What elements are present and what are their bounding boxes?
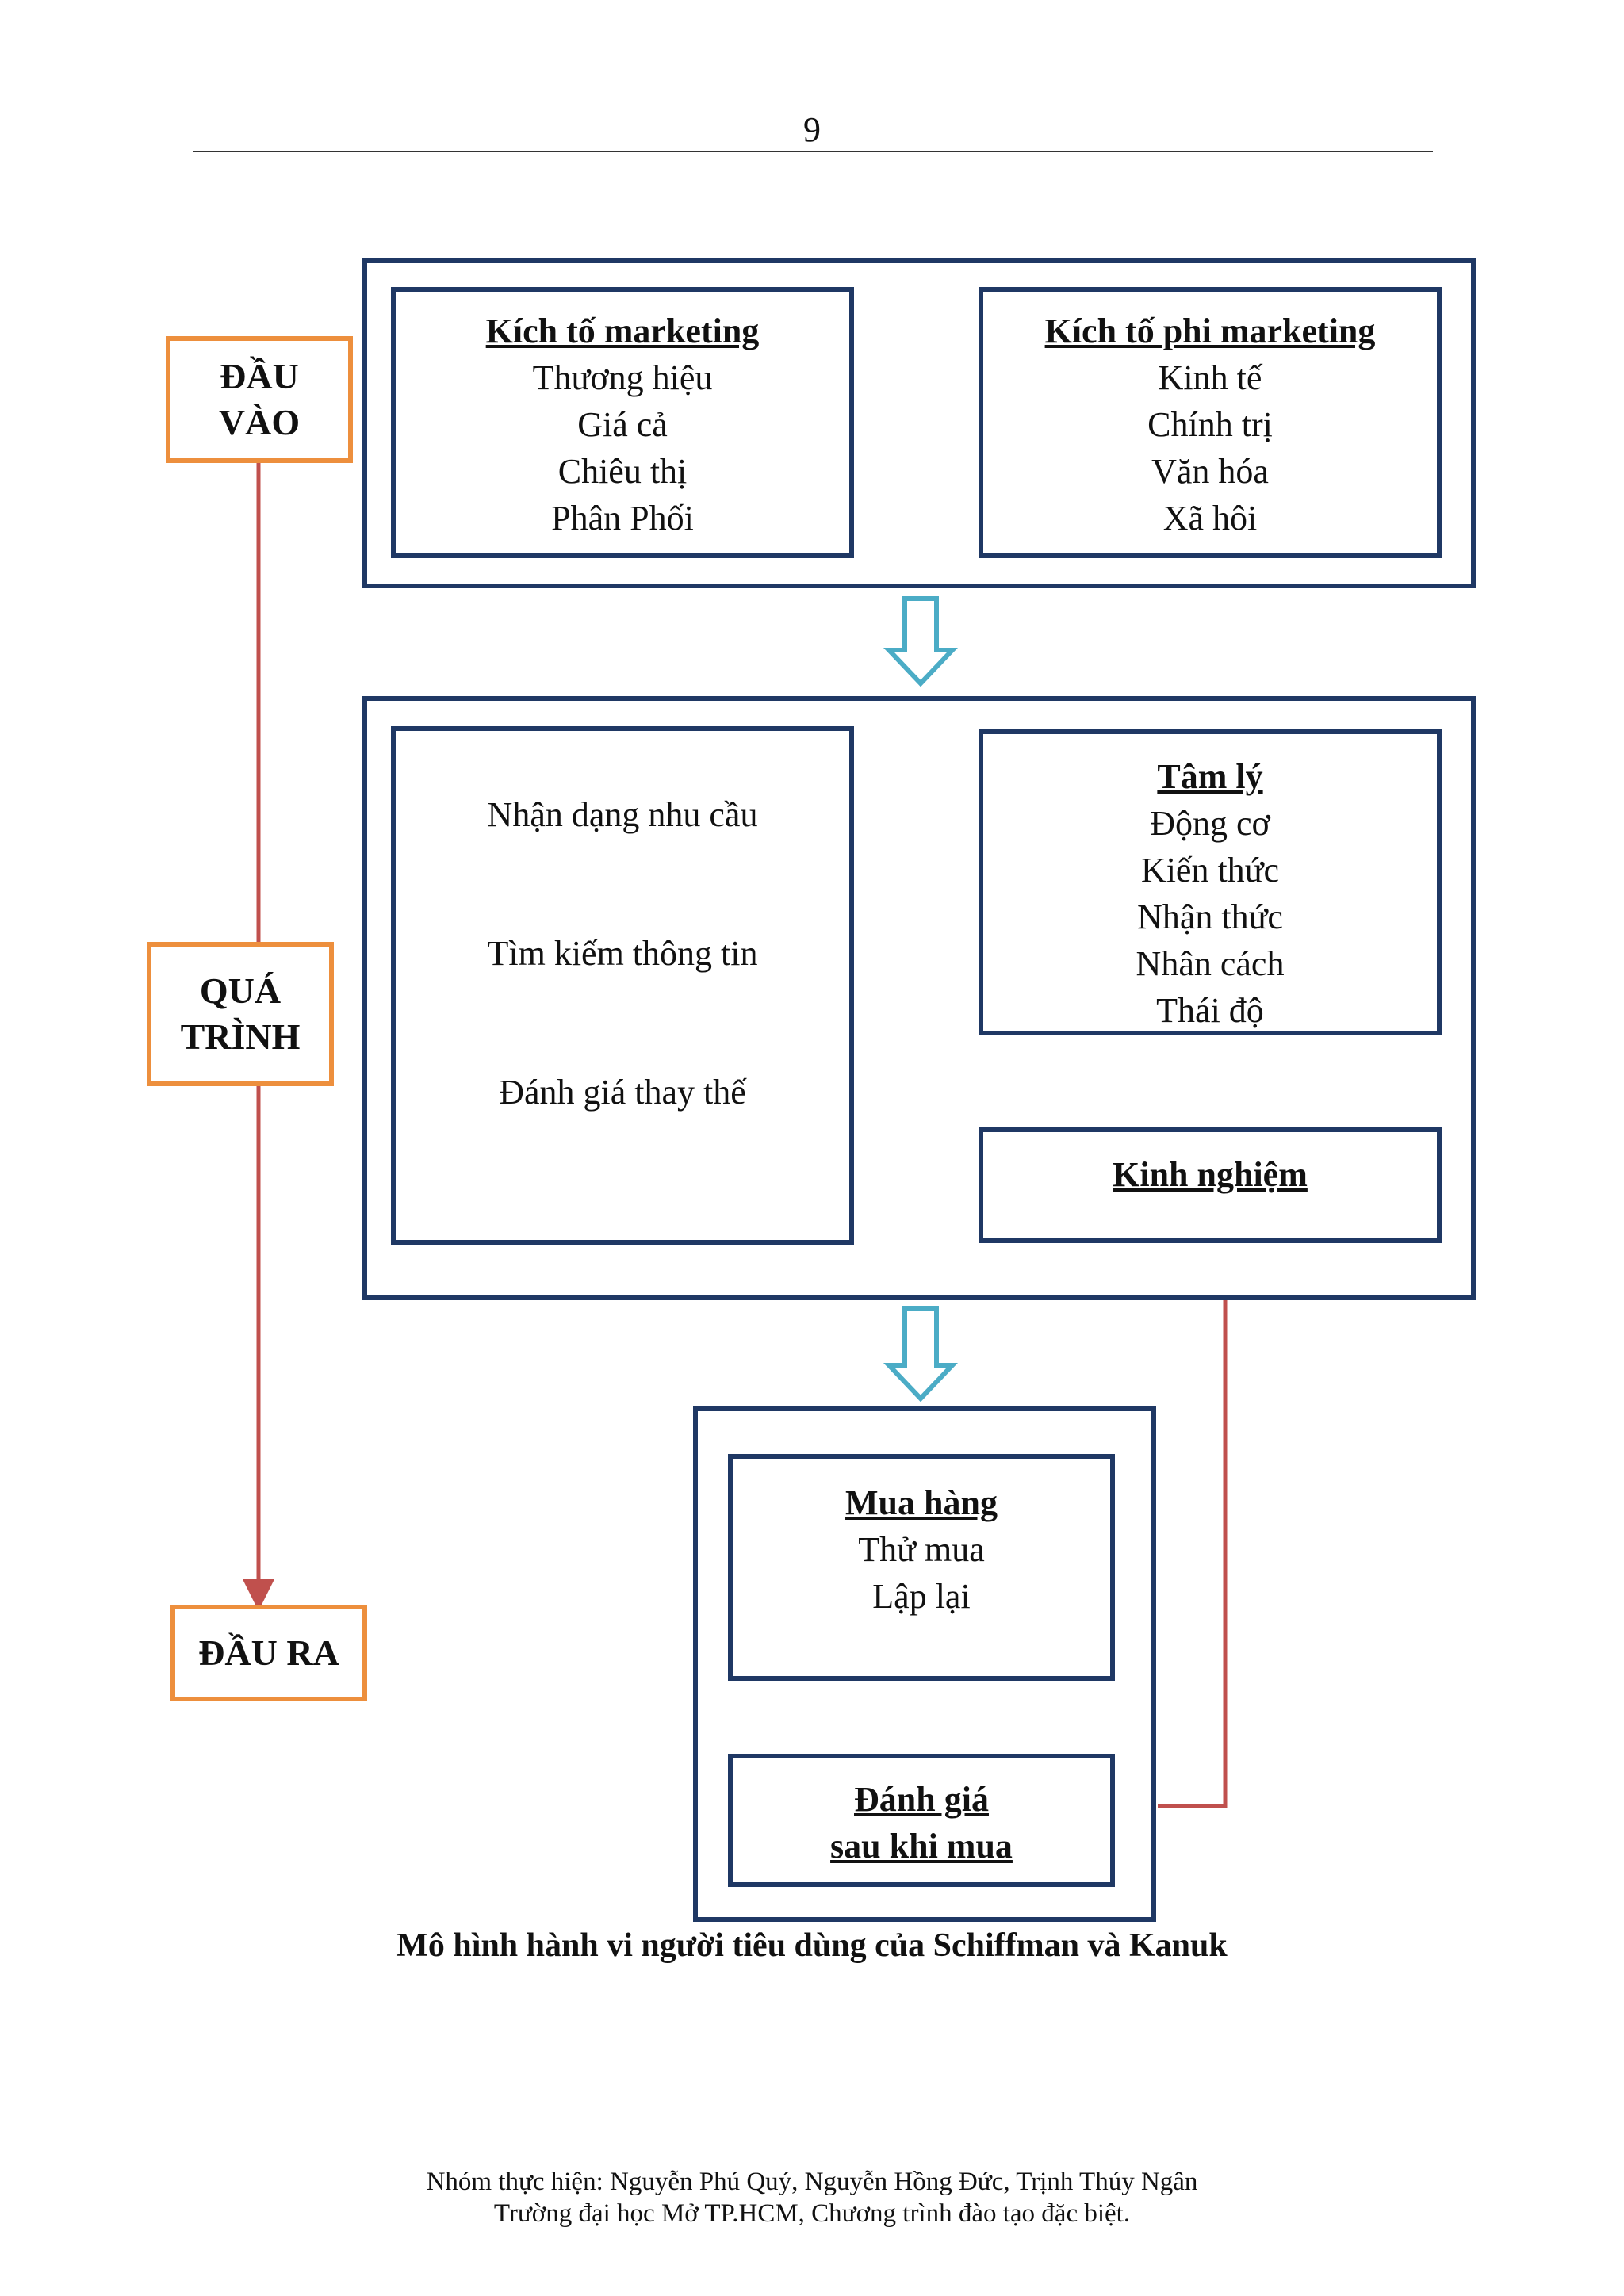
psychology-item: Kiến thức [1140, 851, 1280, 890]
non-marketing-item: Chính trị [1147, 405, 1273, 444]
marketing-item: Phân Phối [551, 499, 694, 538]
psychology-item: Thái độ [1156, 991, 1264, 1030]
purchase-item: Lập lại [872, 1577, 971, 1616]
footer-institution: Trường đại học Mở TP.HCM, Chương trình đ… [493, 2199, 1131, 2228]
marketing-item: Giá cả [577, 405, 668, 444]
purchase-title: Mua hàng [845, 1483, 998, 1522]
purchase-box: Mua hàng Thử mua Lập lại [728, 1454, 1115, 1681]
output-label: ĐẦU RA [170, 1605, 367, 1701]
output-label-text: ĐẦU RA [198, 1632, 339, 1673]
decision-step: Đánh giá thay thế [499, 1073, 746, 1112]
non-marketing-item: Xã hôi [1162, 499, 1258, 538]
post-purchase-title-line2: sau khi mua [830, 1827, 1013, 1866]
experience-title: Kinh nghiệm [1113, 1155, 1308, 1194]
non-marketing-stimuli-title: Kích tố phi marketing [1044, 312, 1376, 350]
psychology-item: Nhân cách [1136, 944, 1285, 983]
decision-step: Tìm kiếm thông tin [487, 934, 758, 973]
process-label: QUÁ TRÌNH [147, 942, 334, 1086]
decision-steps-box: Nhận dạng nhu cầu Tìm kiếm thông tin Đán… [391, 726, 854, 1245]
figure-caption: Mô hình hành vi người tiêu dùng của Schi… [396, 1927, 1228, 1964]
marketing-item: Thương hiệu [532, 358, 713, 397]
non-marketing-item: Kinh tế [1158, 358, 1262, 397]
non-marketing-item: Văn hóa [1151, 452, 1269, 491]
input-label-line1: ĐẦU [220, 356, 299, 396]
non-marketing-stimuli-box: Kích tố phi marketing Kinh tế Chính trị … [979, 287, 1442, 558]
marketing-stimuli-title: Kích tố marketing [485, 312, 760, 350]
footer-authors: Nhóm thực hiện: Nguyễn Phú Quý, Nguyễn H… [426, 2168, 1198, 2196]
header-rule [193, 151, 1433, 152]
process-to-purchase-arrow [883, 1306, 958, 1402]
process-label-line2: TRÌNH [180, 1016, 301, 1057]
psychology-title: Tâm lý [1157, 757, 1263, 796]
page-number: 9 [803, 110, 821, 149]
purchase-item: Thử mua [858, 1530, 985, 1569]
process-label-line1: QUÁ [199, 970, 282, 1011]
post-purchase-title-line1: Đánh giá [854, 1780, 989, 1819]
input-label: ĐẦU VÀO [166, 336, 353, 463]
psychology-item: Nhận thức [1137, 897, 1283, 936]
post-purchase-box: Đánh giá sau khi mua [728, 1754, 1115, 1887]
stimuli-to-process-arrow [883, 596, 958, 687]
marketing-item: Chiêu thị [557, 452, 688, 491]
marketing-stimuli-box: Kích tố marketing Thương hiệu Giá cả Chi… [391, 287, 854, 558]
evaluation-to-experience-arrow [1158, 1251, 1241, 1808]
psychology-box: Tâm lý Động cơ Kiến thức Nhận thức Nhân … [979, 729, 1442, 1035]
input-label-line2: VÀO [218, 402, 301, 442]
psychology-item: Động cơ [1150, 804, 1270, 843]
experience-box: Kinh nghiệm [979, 1127, 1442, 1243]
decision-step: Nhận dạng nhu cầu [487, 795, 758, 834]
